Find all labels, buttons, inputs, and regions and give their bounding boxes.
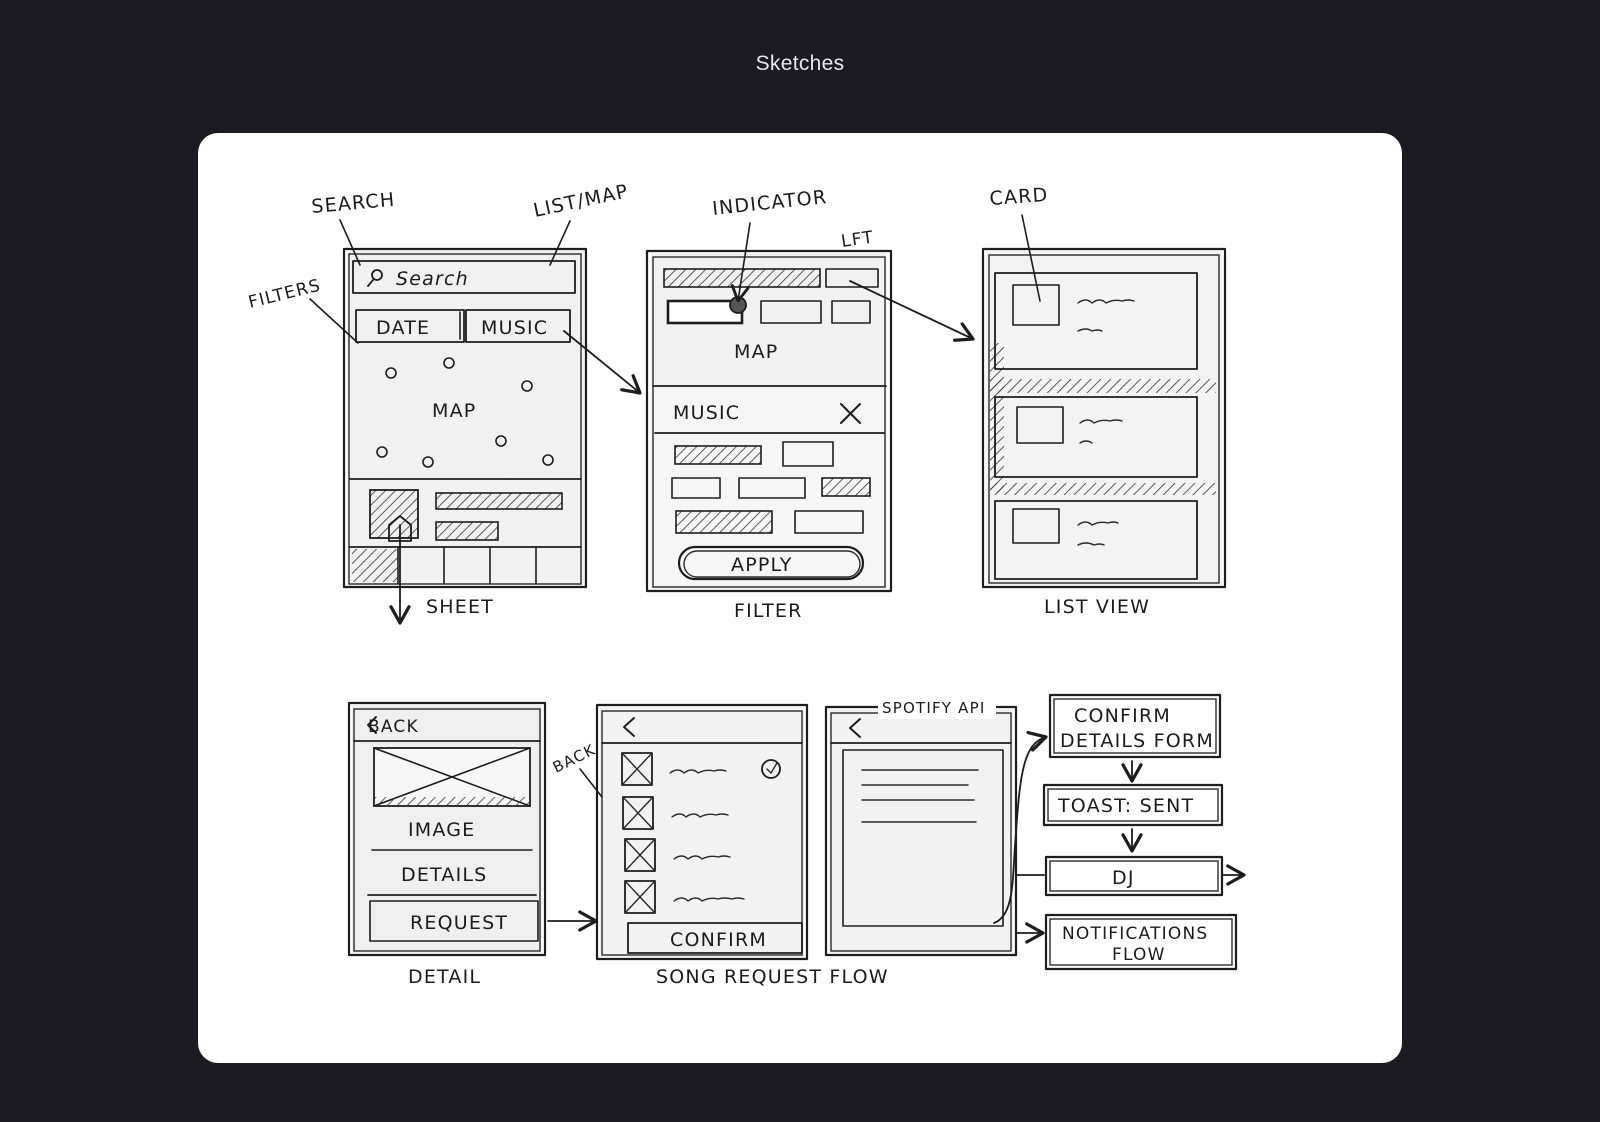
flow-notifications-box: NOTIFICATIONS FLOW (1044, 913, 1238, 971)
annotation-list-map: LIST/MAP (531, 180, 630, 222)
search-results-panel (842, 749, 1004, 927)
confirm-button (627, 922, 803, 954)
chip-date (355, 309, 465, 343)
request-button (369, 900, 539, 942)
detail-image-label: IMAGE (408, 819, 475, 841)
back-chevron-icon (623, 717, 635, 737)
detail-details-label: DETAILS (401, 864, 487, 886)
caption-filter: FILTER (734, 600, 803, 622)
search-placeholder: Search (396, 268, 469, 290)
flow-toast-label: TOAST: SENT (1057, 795, 1194, 817)
screen-filter: MAP MUSIC APPLY FILTER (645, 249, 893, 622)
flow-confirm-box: CONFIRM DETAILS FORM (1048, 693, 1222, 759)
annotation-filters: FILTERS (246, 276, 323, 313)
flow-toast-box: TOAST: SENT (1042, 783, 1224, 827)
annotation-lft: LFT (840, 228, 875, 252)
caption-song-request: SONG REQUEST FLOW (656, 966, 889, 988)
search-icon (371, 269, 383, 281)
flow-dj-label: DJ (1112, 867, 1135, 889)
wireframe-sketch: Search DATE MUSIC MAP SHEET SEARCH (246, 180, 1246, 988)
caption-detail: DETAIL (408, 966, 481, 988)
sheet-thumbnail (369, 489, 419, 539)
list-card (994, 500, 1198, 580)
chip-music (465, 309, 571, 343)
back-chevron-icon (367, 716, 377, 734)
map-label: MAP (432, 400, 476, 422)
flow-dj-box: DJ (1044, 855, 1224, 897)
sketch-card: Search DATE MUSIC MAP SHEET SEARCH (198, 133, 1402, 1063)
annotation-card: CARD (989, 184, 1049, 210)
screen-map: Search DATE MUSIC MAP SHEET (342, 247, 588, 625)
back-chevron-icon (849, 718, 861, 738)
chip-music-label: MUSIC (481, 317, 548, 339)
chip-date-label: DATE (376, 317, 430, 339)
song-row (622, 796, 729, 830)
filter-map-label: MAP (734, 341, 778, 363)
selected-indicator-icon (761, 759, 781, 779)
map-pins (376, 357, 554, 468)
song-row (621, 752, 781, 786)
flow-notifications-line1: NOTIFICATIONS (1062, 924, 1208, 944)
song-confirm-label: CONFIRM (670, 929, 767, 951)
filter-sheet-title: MUSIC (673, 402, 740, 424)
annotation-spotify-api: SPOTIFY API (882, 699, 985, 717)
song-row (624, 838, 731, 872)
apply-button (677, 545, 865, 581)
flow-confirm-line1: CONFIRM (1074, 705, 1171, 727)
flow-notifications-line2: FLOW (1112, 945, 1166, 965)
caption-list-view: LIST VIEW (1044, 596, 1150, 618)
detail-back-label: BACK (368, 717, 419, 737)
list-card (994, 396, 1198, 478)
annotation-indicator: INDICATOR (711, 186, 828, 220)
screen-detail: BACK IMAGE DETAILS REQUEST DETAIL (347, 701, 547, 988)
screen-list-view: LIST VIEW (981, 247, 1227, 618)
apply-label: APPLY (731, 554, 793, 576)
screen-song-request: CONFIRM SONG REQUEST FLOW (595, 703, 889, 988)
screen-spotify (824, 705, 1018, 957)
song-list (621, 752, 781, 914)
annotation-search: SEARCH (311, 189, 397, 218)
song-row (624, 880, 745, 914)
annotation-back: BACK (550, 741, 599, 777)
caption-sheet: SHEET (426, 596, 494, 618)
search-bar (352, 260, 576, 294)
flow-confirm-line2: DETAILS FORM (1060, 730, 1214, 752)
detail-request-label: REQUEST (410, 912, 508, 934)
page-title: Sketches (755, 52, 845, 75)
